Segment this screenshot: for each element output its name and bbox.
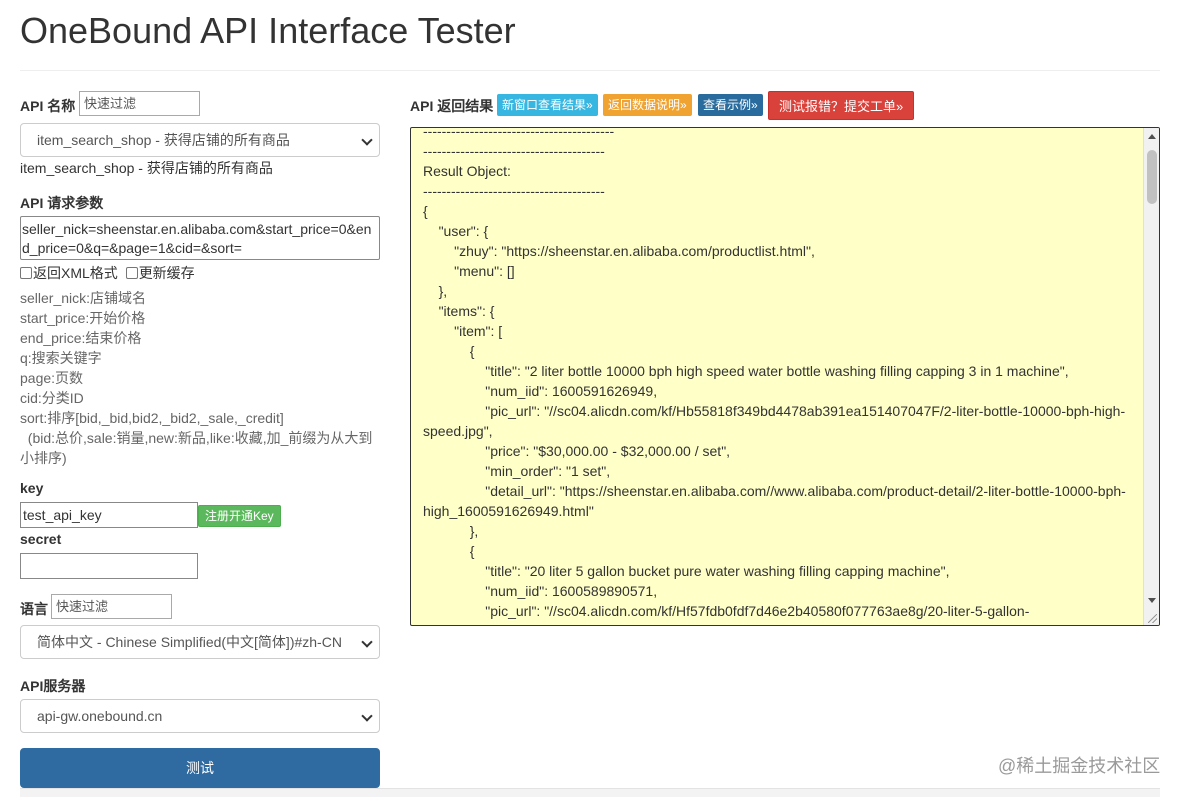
param-help-line: cid:分类ID: [20, 390, 84, 406]
result-scrollbar[interactable]: [1143, 128, 1159, 625]
scroll-up-arrow-icon[interactable]: [1148, 134, 1156, 139]
chevron-down-icon: [361, 710, 373, 722]
watermark: @稀土掘金技术社区: [998, 756, 1161, 776]
example-button[interactable]: 查看示例»: [698, 94, 763, 116]
api-description: item_search_shop - 获得店铺的所有商品: [20, 160, 273, 176]
language-label: 语言: [20, 601, 48, 617]
report-issue-button[interactable]: 测试报错？提交工单»: [768, 91, 915, 120]
params-label: API 请求参数: [20, 195, 104, 211]
cache-checkbox[interactable]: [125, 267, 138, 279]
result-textarea[interactable]: ----------------------------------------…: [410, 127, 1160, 626]
language-select[interactable]: 简体中文 - Chinese Simplified(中文[简体])#zh-CN: [20, 625, 380, 659]
api-filter-input[interactable]: [79, 91, 200, 116]
server-select-value: api-gw.onebound.cn: [37, 708, 163, 724]
chevron-down-icon: [361, 636, 373, 648]
scroll-thumb[interactable]: [1147, 150, 1157, 204]
result-content: ----------------------------------------…: [423, 127, 1126, 619]
register-key-button[interactable]: 注册开通Key: [198, 505, 281, 527]
key-input[interactable]: [20, 502, 198, 528]
param-help-line: q:搜索关键字: [20, 350, 102, 366]
secret-label: secret: [20, 531, 62, 547]
bottom-panel: [20, 788, 1160, 797]
secret-input[interactable]: [20, 553, 198, 579]
scroll-down-arrow-icon[interactable]: [1148, 598, 1156, 603]
result-label: API 返回结果: [410, 98, 494, 114]
test-button[interactable]: 测试: [20, 748, 380, 788]
api-select[interactable]: item_search_shop - 获得店铺的所有商品: [20, 123, 380, 157]
param-help-line: seller_nick:店铺域名: [20, 290, 147, 306]
options-row: 返回XML格式 更新缓存: [20, 263, 195, 283]
xml-checkbox-label[interactable]: 返回XML格式: [33, 265, 118, 281]
server-select[interactable]: api-gw.onebound.cn: [20, 699, 380, 733]
param-help-line: sort:排序[bid,_bid,bid2,_bid2,_sale,_credi…: [20, 410, 284, 426]
new-window-button[interactable]: 新窗口查看结果»: [497, 94, 598, 116]
params-textarea[interactable]: seller_nick=sheenstar.en.alibaba.com&sta…: [20, 216, 380, 260]
api-name-label: API 名称: [20, 98, 76, 114]
api-select-value: item_search_shop - 获得店铺的所有商品: [37, 132, 290, 148]
key-label: key: [20, 480, 44, 496]
data-doc-button[interactable]: 返回数据说明»: [603, 94, 692, 116]
header-divider: [20, 70, 1160, 71]
xml-checkbox[interactable]: [20, 267, 32, 279]
params-help: seller_nick:店铺域名 start_price:开始价格 end_pr…: [20, 288, 380, 468]
cache-checkbox-label[interactable]: 更新缓存: [138, 265, 195, 281]
language-select-value: 简体中文 - Chinese Simplified(中文[简体])#zh-CN: [37, 634, 342, 650]
chevron-down-icon: [361, 134, 373, 146]
param-help-line: page:页数: [20, 370, 84, 386]
resize-grip-icon[interactable]: [1148, 614, 1157, 623]
page-title: OneBound API Interface Tester: [20, 10, 516, 51]
param-help-line: start_price:开始价格: [20, 310, 146, 326]
param-help-line: end_price:结束价格: [20, 330, 142, 346]
param-help-line: (bid:总价,sale:销量,new:新品,like:收藏,加_前缀为从大到小…: [20, 430, 373, 466]
server-label: API服务器: [20, 678, 86, 694]
language-filter-input[interactable]: [51, 594, 172, 619]
